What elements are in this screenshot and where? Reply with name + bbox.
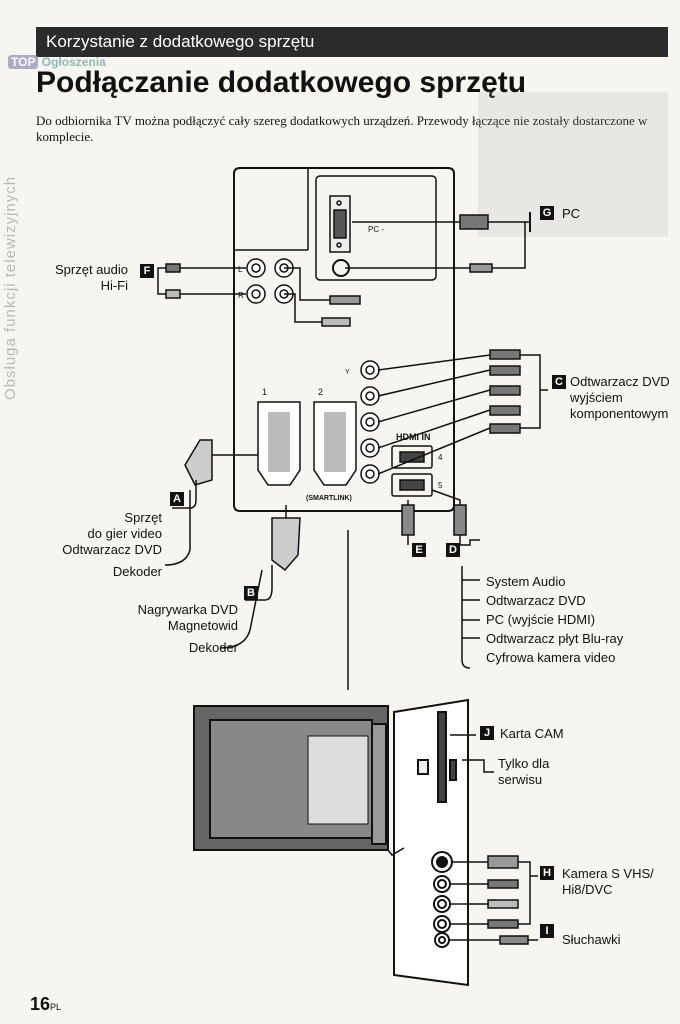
watermark-logo: TOP Ogłoszenia <box>8 55 106 69</box>
page-lang: PL <box>50 1002 62 1012</box>
svg-text:L: L <box>238 265 243 274</box>
hdmi-device-2: Odtwarzacz DVD <box>486 593 586 608</box>
intro-paragraph: Do odbiornika TV można podłączyć cały sz… <box>36 113 648 144</box>
badge-i: I <box>540 924 554 938</box>
badge-f: F <box>140 264 154 278</box>
badge-h: H <box>540 866 554 880</box>
label-a-line1: Sprzęt <box>124 510 162 525</box>
side-panel <box>393 698 469 987</box>
hdmi-device-5: Cyfrowa kamera video <box>486 650 616 665</box>
back-panel <box>233 167 455 512</box>
hdmi-4-label: 4 <box>438 453 443 462</box>
label-service: Tylko dla serwisu <box>498 756 549 788</box>
label-b-line1: Nagrywarka DVD <box>137 602 238 617</box>
smartlink-label: (SMARTLINK) <box>306 495 352 502</box>
label-c-text: Odtwarzacz DVD wyjściem komponentowym <box>570 374 670 422</box>
hdmi-in-label: HDMI IN <box>396 432 431 442</box>
watermark-top: TOP <box>8 55 39 69</box>
badge-c: C <box>552 375 566 389</box>
label-f-line2: Hi-Fi <box>100 278 128 293</box>
label-h-line2: Hi8/DVC <box>562 882 613 897</box>
component-jacks: Y <box>345 360 380 484</box>
scart-connectors: 1 2 (SMARTLINK) <box>257 387 357 502</box>
page-number: 16PL <box>30 994 61 1015</box>
label-a-line2: do gier video <box>87 526 162 541</box>
label-c-line1: Odtwarzacz DVD <box>570 374 670 389</box>
hdmi-5-label: 5 <box>438 481 443 490</box>
section-title: Korzystanie z dodatkowego sprzętu <box>46 32 315 51</box>
label-i-text: Słuchawki <box>562 932 621 947</box>
label-service-line2: serwisu <box>498 772 543 787</box>
label-h-text: Kamera S VHS/ Hi8/DVC <box>562 866 654 898</box>
audio-jacks: L R <box>238 258 294 304</box>
side-cables <box>387 734 538 945</box>
hdmi-device-4: Odtwarzacz płyt Blu-ray <box>486 631 624 646</box>
badge-b: B <box>244 586 258 600</box>
watermark-text: Ogłoszenia <box>41 55 106 69</box>
label-b-text: Nagrywarka DVD Magnetowid Dekoder <box>120 602 238 656</box>
label-a-text: Sprzęt do gier video Odtwarzacz DVD Deko… <box>40 510 162 580</box>
hdmi-device-list: System Audio Odtwarzacz DVD PC (wyjście … <box>486 572 623 667</box>
badge-g: G <box>540 206 554 220</box>
label-b-line2: Magnetowid <box>167 618 238 633</box>
tv-back <box>193 705 389 851</box>
label-j-text: Karta CAM <box>500 726 564 741</box>
svg-text:R: R <box>238 291 244 300</box>
hdmi-device-3: PC (wyjście HDMI) <box>486 612 596 627</box>
label-g-text: PC <box>562 206 581 221</box>
badge-d: D <box>446 543 460 557</box>
pc-port-label: PC - <box>368 225 384 234</box>
badge-e: E <box>412 543 426 557</box>
pc-vga-port: PC - <box>315 175 437 281</box>
label-b-line3: Dekoder <box>188 640 238 655</box>
label-a-line3: Odtwarzacz DVD <box>62 542 162 557</box>
page-number-value: 16 <box>30 994 51 1014</box>
scart-1-label: 1 <box>262 387 267 397</box>
label-c-line2: wyjściem <box>570 390 623 405</box>
page-heading: Podłączanie dodatkowego sprzętu <box>36 66 527 99</box>
badge-a: A <box>170 492 184 506</box>
label-f-line1: Sprzęt audio <box>55 262 128 277</box>
label-a-line4: Dekoder <box>112 564 162 579</box>
label-h-line1: Kamera S VHS/ <box>562 866 654 881</box>
hdmi-ports: HDMI IN 4 5 <box>391 432 443 497</box>
badge-j: J <box>480 726 494 740</box>
hdmi-device-1: System Audio <box>486 574 566 589</box>
cables <box>157 212 548 690</box>
scart-2-label: 2 <box>318 387 323 397</box>
label-service-line1: Tylko dla <box>498 756 550 771</box>
section-title-bar: Korzystanie z dodatkowego sprzętu <box>36 27 668 57</box>
label-c-line3: komponentowym <box>570 406 669 421</box>
label-f-text: Sprzęt audio Hi-Fi <box>48 262 128 294</box>
comp-y-label: Y <box>345 369 350 376</box>
